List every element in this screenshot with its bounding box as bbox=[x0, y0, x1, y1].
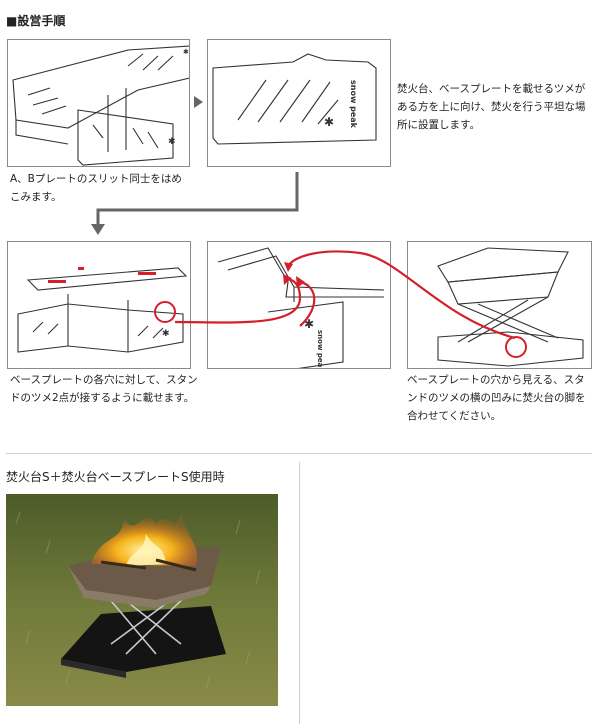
plates-interlock-drawing: ✱ ✱ bbox=[12, 45, 189, 166]
step4-caption: ベースプレートの穴から見える、スタンドのツメの横の凹みに焚火台の脚を合わせてくだ… bbox=[407, 374, 586, 422]
highlight-circle bbox=[154, 301, 176, 323]
brand-mark: snow peak bbox=[349, 80, 358, 129]
firestand-on-baseplate-drawing bbox=[437, 247, 584, 367]
step1-illustration: ✱ ✱ bbox=[7, 39, 190, 167]
step1-caption: A、Bプレートのスリット同士をはめこみます。 bbox=[10, 173, 182, 203]
stand-with-baseplate-drawing: ✱ bbox=[17, 267, 188, 353]
play-arrow-icon bbox=[194, 96, 203, 108]
step3-illustration: ✱ bbox=[7, 241, 191, 369]
snowflake-icon: ✱ bbox=[304, 317, 314, 331]
assembled-plate-drawing: ✱ snow peak bbox=[212, 53, 377, 145]
section-divider bbox=[6, 453, 592, 454]
red-connector-arrows bbox=[174, 250, 516, 340]
highlight-circle bbox=[505, 336, 527, 358]
svg-text:✱: ✱ bbox=[183, 48, 189, 56]
firepit-photo bbox=[6, 494, 278, 706]
section-title: ■設営手順 bbox=[6, 14, 66, 28]
photo-title: 焚火台S＋焚火台ベースプレートS使用時 bbox=[6, 470, 225, 484]
snowflake-icon: ✱ bbox=[162, 329, 170, 339]
usage-photo bbox=[6, 494, 278, 706]
tab-closeup-drawing: ✱ snow peak bbox=[217, 247, 385, 369]
arrow-down-icon bbox=[91, 224, 105, 235]
step2-illustration: ✱ snow peak bbox=[207, 39, 391, 167]
step4-illustration bbox=[407, 241, 592, 369]
brand-mark: snow peak bbox=[316, 330, 324, 369]
step3-caption: ベースプレートの各穴に対して、スタンドのツメ2点が接するように載せます。 bbox=[10, 374, 198, 404]
step2-caption: 焚火台、ベースプレートを載せるツメがある方を上に向け、焚火を行う平坦な場所に設置… bbox=[397, 83, 586, 131]
column-divider bbox=[299, 462, 300, 724]
flow-arrow bbox=[91, 172, 299, 235]
snowflake-icon: ✱ bbox=[324, 115, 334, 129]
snowflake-icon: ✱ bbox=[168, 137, 176, 147]
